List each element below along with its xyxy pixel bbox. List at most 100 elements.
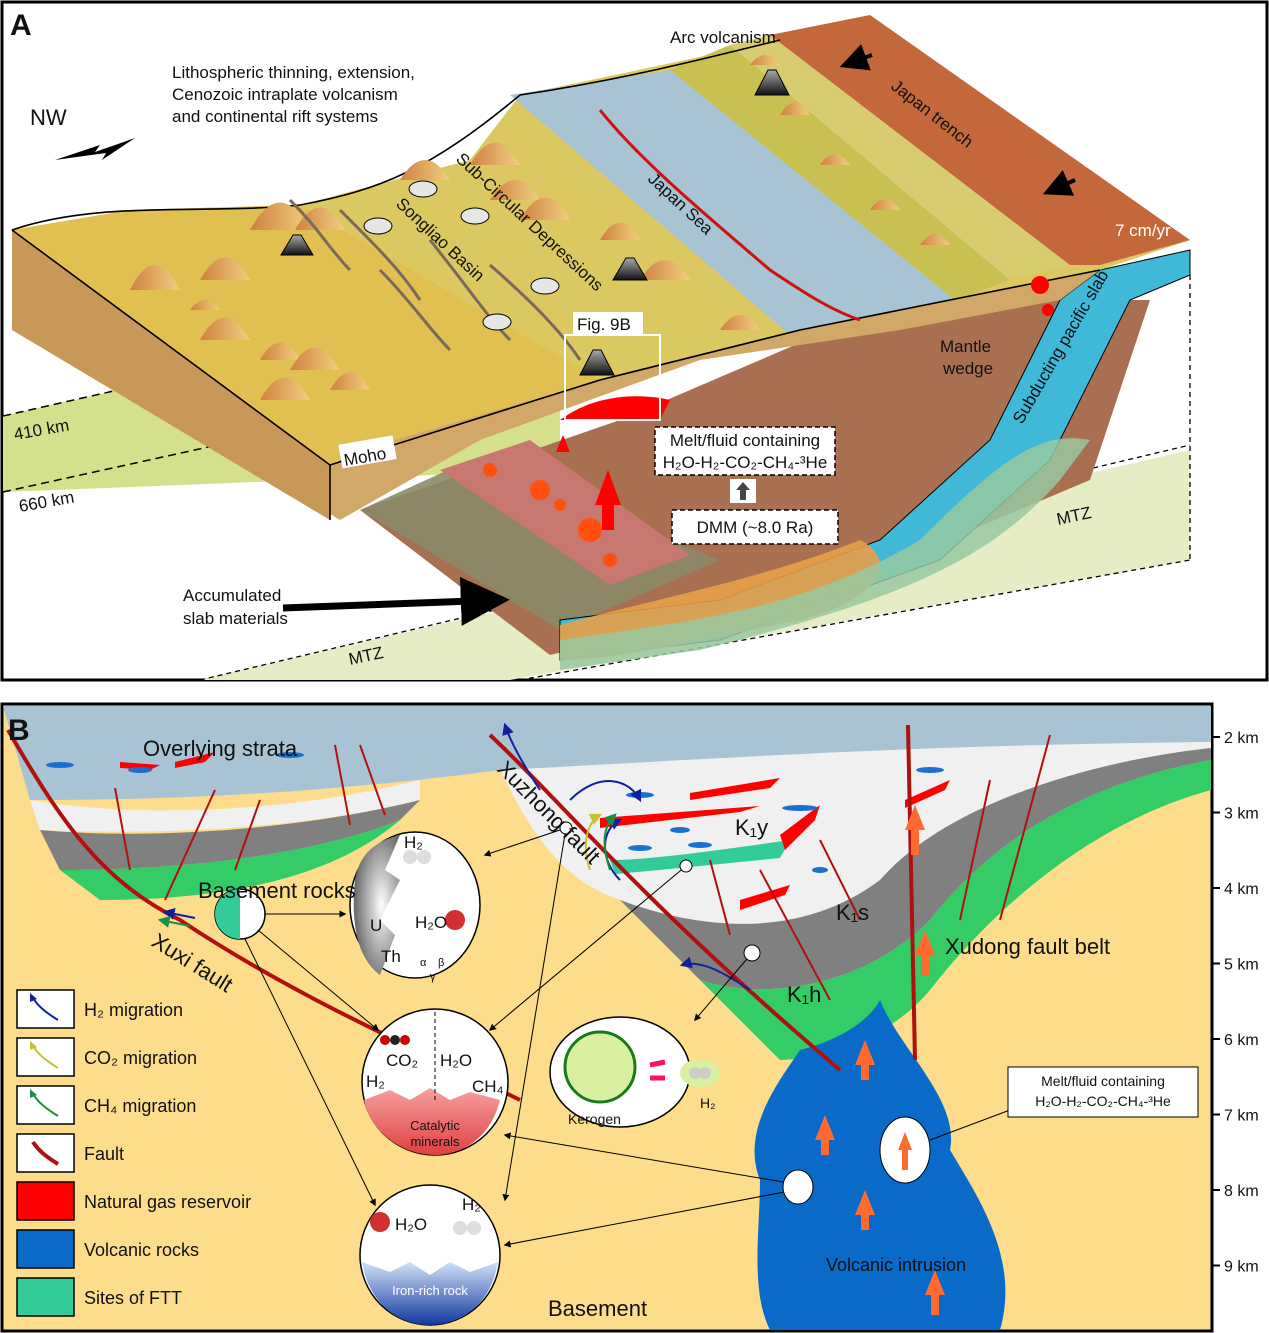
dmm-box — [671, 509, 839, 545]
legend-label: CO₂ migration — [84, 1048, 197, 1068]
melt-box-a-line-2: H₂O-H₂-CO₂-CH₄-³He — [663, 453, 828, 472]
kerogen-h2: H₂ — [700, 1095, 716, 1111]
radiolysis-u: U — [370, 916, 382, 935]
arc-volcanism-label: Arc volcanism — [670, 28, 776, 47]
legend-label: Volcanic rocks — [84, 1240, 199, 1260]
volcanic-intrusion — [754, 1000, 1006, 1330]
k1y-label: K₁y — [735, 815, 768, 840]
legend-swatch — [16, 1229, 75, 1269]
legend-swatch — [16, 989, 75, 1029]
upwelling-zone — [440, 440, 690, 585]
melt-box-b-line-2: H₂O-H₂-CO₂-CH₄-³He — [1035, 1093, 1171, 1109]
ftt-minerals-1: Catalytic — [410, 1118, 460, 1133]
k1h-layer — [700, 760, 1211, 1060]
up-arrow-icon — [736, 482, 750, 500]
ftt-ch4: CH₄ — [472, 1077, 504, 1096]
radiolysis-h2o: H₂O — [415, 913, 447, 932]
depth-tick-label: 6 km — [1224, 1032, 1259, 1049]
trench-arrow-icon — [839, 44, 873, 71]
mantle-wedge-label-2: wedge — [942, 359, 993, 378]
depth-tick-label: 3 km — [1224, 806, 1259, 823]
legend-swatch — [16, 1277, 75, 1317]
dmm-label: DMM (~8.0 Ra) — [697, 518, 814, 537]
legend-item: Volcanic rocks — [16, 1229, 199, 1269]
legend-item: Natural gas reservoir — [16, 1181, 251, 1221]
kerogen-ellipse — [549, 1016, 720, 1128]
legend-item: Sites of FTT — [16, 1277, 182, 1317]
kerogen-label: Kerogen — [568, 1111, 621, 1127]
depressions — [363, 180, 560, 331]
volcanic-marker — [782, 1169, 814, 1205]
upwelling-arrow — [595, 470, 621, 530]
serpentinization-circle — [359, 1184, 501, 1326]
fault-line-icon — [31, 1140, 60, 1166]
depth-tick-label: 9 km — [1224, 1259, 1259, 1276]
melt-lens — [560, 396, 670, 420]
depth-tick-label: 5 km — [1224, 957, 1259, 974]
k1h-label: K₁h — [787, 982, 821, 1007]
depth-tick-label: 2 km — [1224, 730, 1259, 747]
basement-label: Basement — [548, 1296, 647, 1321]
mantle-wedge-label-1: Mantle — [940, 337, 991, 356]
legend-swatch — [16, 1085, 75, 1125]
radiolysis-gamma: γ — [430, 971, 436, 983]
arc-strip — [730, 35, 1070, 280]
volcano-icons — [280, 69, 790, 376]
legend-item: H₂ migration — [16, 989, 183, 1029]
left-green-layer — [60, 820, 400, 900]
radiolysis-beta: β — [438, 957, 444, 969]
accumulated-label-2: slab materials — [183, 609, 288, 628]
nw-arrow-icon — [55, 138, 135, 160]
radiolysis-th: Th — [381, 947, 401, 966]
trench-arrow-icon — [1042, 170, 1076, 196]
depth-tick-label: 4 km — [1224, 881, 1259, 898]
legend-label: Natural gas reservoir — [84, 1192, 251, 1212]
legend-label: Sites of FTT — [84, 1288, 182, 1308]
legend-label: CH₄ migration — [84, 1096, 196, 1116]
radiolysis-alpha: α — [420, 957, 427, 969]
serp-rock: Iron-rich rock — [392, 1283, 468, 1298]
legend-swatch — [16, 1181, 75, 1221]
depth-tick-label: 8 km — [1224, 1183, 1259, 1200]
melt-box-b-line-1: Melt/fluid containing — [1041, 1073, 1165, 1089]
gas-reservoirs — [120, 752, 950, 910]
accumulated-label-1: Accumulated — [183, 586, 281, 605]
radiolysis-h2: H₂ — [404, 833, 423, 852]
accumulated-slab — [560, 438, 1090, 670]
hill-icons — [130, 55, 950, 400]
k1y-layer — [500, 742, 1211, 931]
legend-item: Fault — [16, 1133, 124, 1173]
legend-label: Fault — [84, 1144, 124, 1164]
melt-droplets — [483, 276, 1054, 567]
volcanic-lenses — [46, 752, 944, 873]
rift-lines — [288, 198, 582, 361]
ftt-minerals-2: minerals — [410, 1134, 460, 1149]
melt-box-b — [1007, 1066, 1199, 1118]
ftt-h2o: H₂O — [440, 1051, 472, 1070]
ftt-circle — [361, 1008, 509, 1156]
depth-axis: 2 km 3 km 4 km 5 km 6 km 7 km 8 km 9 km — [1212, 730, 1259, 1276]
legend-item: CH₄ migration — [16, 1085, 196, 1125]
plate-rate-label: 7 cm/yr — [1115, 221, 1171, 240]
accumulated-arrow-icon — [282, 576, 510, 626]
basement-rocks-label: Basement rocks — [198, 878, 356, 903]
depth-tick-label: 7 km — [1224, 1108, 1259, 1125]
overlying-strata-label: Overlying strata — [143, 736, 298, 761]
intro-line-3: and continental rift systems — [172, 107, 378, 126]
volcanic-intrusion-label: Volcanic intrusion — [826, 1255, 966, 1275]
intro-line-2: Cenozoic intraplate volcanism — [172, 85, 398, 104]
fig-ref-label: Fig. 9B — [577, 315, 631, 334]
melt-box-a-line-1: Melt/fluid containing — [670, 431, 820, 450]
intro-line-1: Lithospheric thinning, extension, — [172, 63, 415, 82]
k1s-label: K₁s — [836, 900, 869, 925]
spreading-ridge — [598, 109, 861, 322]
nw-label: NW — [30, 105, 67, 130]
radiolysis-circle — [349, 831, 481, 979]
panel-b-letter: B — [8, 714, 30, 747]
upward-arrows — [815, 805, 945, 1315]
legend-item: CO₂ migration — [16, 1037, 197, 1077]
ftt-site — [610, 840, 790, 874]
connector-arrows — [244, 827, 796, 1248]
japan-trench-plate — [770, 15, 1190, 265]
